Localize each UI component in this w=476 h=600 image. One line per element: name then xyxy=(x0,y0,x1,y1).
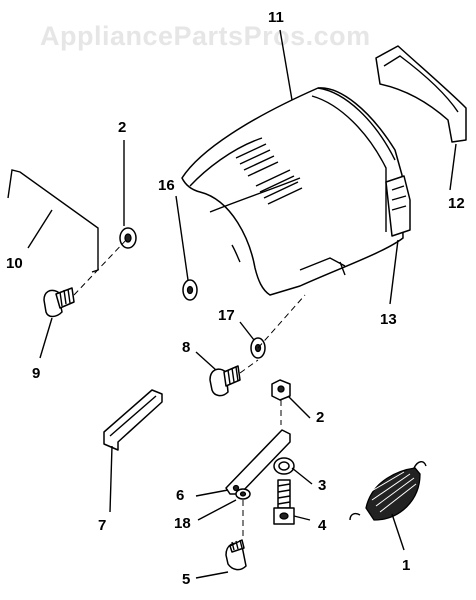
part-2-nut-upper xyxy=(119,227,137,249)
part-6-plate xyxy=(225,429,291,495)
part-3-washer xyxy=(273,457,295,475)
callout-5: 5 xyxy=(182,571,190,588)
part-9-bolt xyxy=(43,287,75,318)
shroud-louvers xyxy=(235,143,303,205)
callout-11: 11 xyxy=(268,9,284,26)
callout-6: 6 xyxy=(176,487,184,504)
part-4-screw xyxy=(273,479,295,525)
part-12-grille xyxy=(375,45,467,143)
part-2-nut-lower xyxy=(271,379,291,401)
axis-8 xyxy=(239,359,259,374)
leader-lines xyxy=(27,29,457,579)
part-5-bolt xyxy=(225,539,247,571)
part-18-washer xyxy=(235,488,251,500)
watermark: AppliancePartsPros.com xyxy=(40,21,371,51)
axis-9 xyxy=(73,237,129,296)
callout-8: 8 xyxy=(182,339,190,356)
callout-3: 3 xyxy=(318,477,326,494)
callout-7: 7 xyxy=(98,517,106,534)
part-13-side-panel xyxy=(385,175,411,237)
callout-17: 17 xyxy=(218,307,235,324)
callout-2-lower: 2 xyxy=(316,409,324,426)
callout-18: 18 xyxy=(174,515,191,532)
part-7-bracket xyxy=(103,389,163,451)
callout-12: 12 xyxy=(448,195,465,212)
callout-13: 13 xyxy=(380,311,397,328)
part-1-spring xyxy=(349,461,427,521)
axis-17 xyxy=(257,294,306,349)
callout-16: 16 xyxy=(158,177,175,194)
callout-9: 9 xyxy=(32,365,40,382)
part-8-bolt xyxy=(209,365,241,397)
callout-10: 10 xyxy=(6,255,23,272)
callout-numbers: 2 10 9 16 11 12 13 17 8 2 7 6 3 4 18 5 1 xyxy=(6,9,465,588)
part-11-shroud xyxy=(181,87,404,296)
callout-2-upper: 2 xyxy=(118,119,126,136)
callout-4: 4 xyxy=(318,517,327,534)
part-16-washer xyxy=(182,279,198,301)
callout-1: 1 xyxy=(402,557,410,574)
